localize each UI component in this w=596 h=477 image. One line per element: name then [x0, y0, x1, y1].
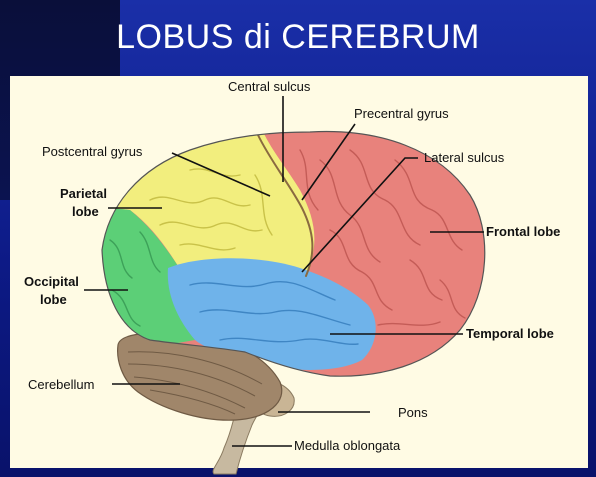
leader-lines: [84, 96, 484, 447]
label-parietal-lobe-line1: Parietal: [60, 186, 107, 201]
label-temporal-lobe: Temporal lobe: [466, 326, 554, 341]
label-central-sulcus: Central sulcus: [228, 79, 311, 94]
label-precentral-gyrus: Precentral gyrus: [354, 106, 449, 121]
label-frontal-lobe: Frontal lobe: [486, 224, 560, 239]
label-lateral-sulcus: Lateral sulcus: [424, 150, 505, 165]
label-occipital-lobe-line2: lobe: [40, 292, 67, 307]
label-pons: Pons: [398, 405, 428, 420]
label-occipital-lobe-line1: Occipital: [24, 274, 79, 289]
label-cerebellum: Cerebellum: [28, 377, 94, 392]
cerebrum: [102, 131, 485, 377]
label-parietal-lobe-line2: lobe: [72, 204, 99, 219]
temporal-lobe-shape: [167, 258, 376, 370]
cerebellum-folia: [127, 351, 263, 415]
label-postcentral-gyrus: Postcentral gyrus: [42, 144, 143, 159]
brain-outline: [101, 130, 486, 377]
label-medulla-oblongata: Medulla oblongata: [294, 438, 401, 453]
page-title: LOBUS di CEREBRUM: [116, 18, 480, 56]
central-sulcus-line: [257, 134, 314, 277]
